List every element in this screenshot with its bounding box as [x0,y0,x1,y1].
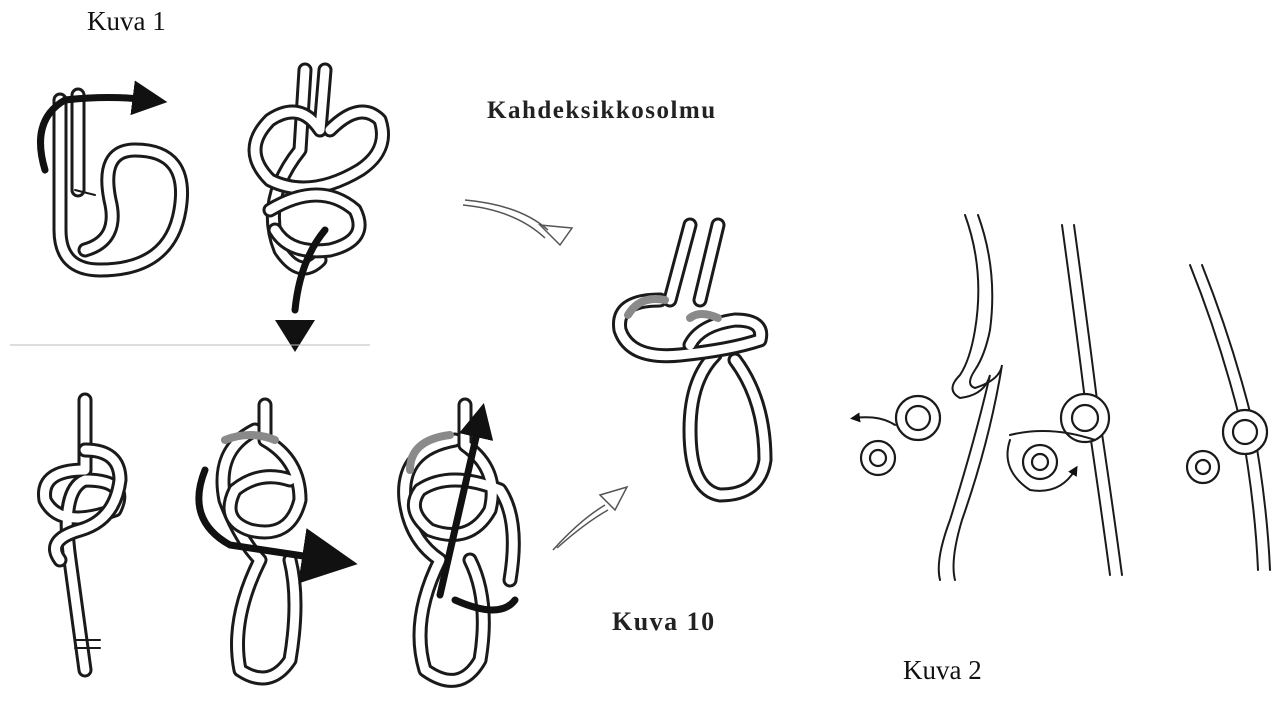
hollow-arrow-top [463,200,572,245]
step-4-retrace [199,405,330,678]
step-1-loop [41,95,182,270]
finished-knot [620,225,766,495]
kuva-2-rope-3 [1187,265,1270,570]
kuva-2-rope-1 [855,215,1002,580]
hollow-arrow-bottom [553,487,627,550]
step-5-finish [405,405,515,680]
step-2-thread [255,70,383,352]
step-3-figure-eight [45,400,121,670]
kuva-2-rope-2 [1008,225,1123,575]
